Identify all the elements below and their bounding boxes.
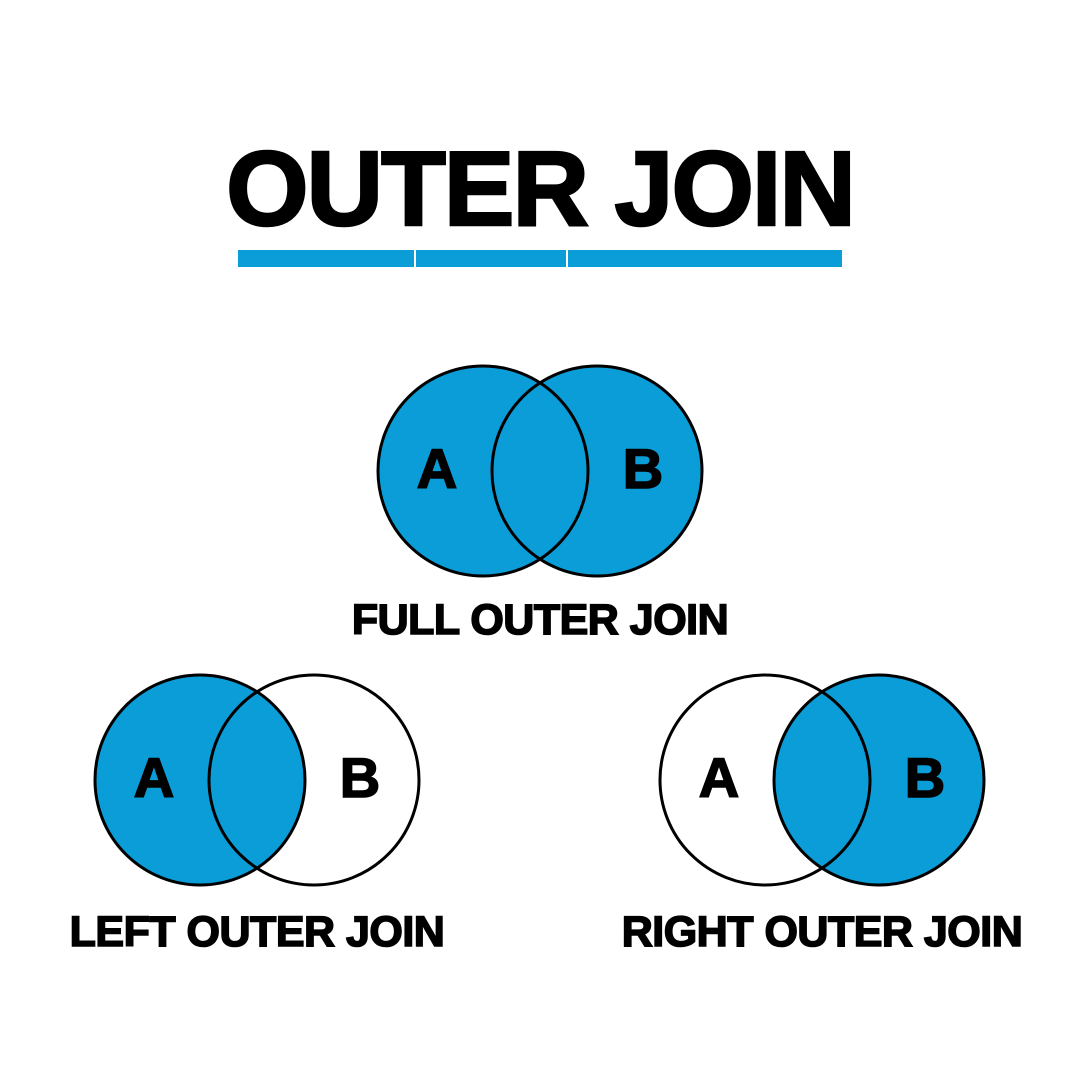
caption-full-outer-join: FULL OUTER JOIN [351, 595, 729, 645]
circle-a-outline [376, 364, 590, 578]
circle-b-outline [207, 673, 421, 887]
page-title: OUTER JOIN [225, 130, 857, 248]
venn-full-outer-join: A B [370, 356, 710, 586]
circle-b-outline [772, 673, 986, 887]
circle-b-label: B [340, 746, 380, 809]
circle-b-fill [492, 366, 702, 576]
venn-full-outer-join-svg: A B [376, 364, 704, 578]
caption-left-outer-join: LEFT OUTER JOIN [69, 907, 446, 957]
circle-a-label: A [417, 437, 457, 500]
venn-right-outer-join: A B [652, 665, 992, 895]
circle-a-label: A [134, 746, 174, 809]
title-underline-segment [568, 250, 842, 267]
circle-b-label: B [905, 746, 945, 809]
circle-a-outline [93, 673, 307, 887]
circle-a-label: A [699, 746, 739, 809]
venn-right-outer-join-svg: A B [658, 673, 986, 887]
circle-b-label: B [623, 437, 663, 500]
circle-a-outline [658, 673, 872, 887]
circle-b-fill [774, 675, 984, 885]
title-underline-segment [238, 250, 414, 267]
circle-a-fill [95, 675, 305, 885]
venn-left-outer-join-svg: A B [93, 673, 421, 887]
circle-b-outline [490, 364, 704, 578]
venn-left-outer-join: A B [87, 665, 427, 895]
title-underline-segment [416, 250, 566, 267]
caption-right-outer-join: RIGHT OUTER JOIN [621, 907, 1024, 957]
title-underline [0, 250, 1080, 267]
